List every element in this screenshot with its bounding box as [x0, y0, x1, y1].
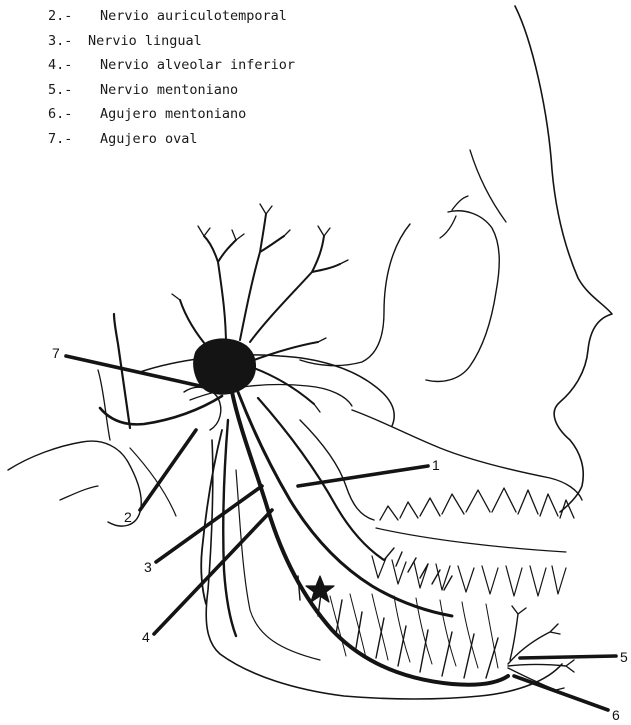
lingual-nerve [238, 392, 452, 616]
callout-3: 3 [144, 559, 152, 575]
callout-2: 2 [124, 509, 132, 525]
upper-teeth-line [376, 528, 566, 552]
maxilla-outline [352, 410, 582, 500]
descending-nerve [223, 420, 236, 636]
callout-6: 6 [612, 707, 620, 723]
auriculotemporal-nerve [100, 396, 222, 424]
callout-4: 4 [142, 629, 150, 645]
leader-line-6 [514, 676, 608, 710]
upper-teeth [380, 488, 574, 520]
orbit-outline [426, 211, 499, 382]
nasal-bone-outline [470, 150, 506, 222]
zygomatic-outline [440, 196, 468, 238]
coronoid-process [300, 420, 374, 520]
mandible-inner [236, 470, 320, 660]
skull-outline [515, 6, 612, 512]
leader-line-4 [154, 510, 272, 634]
callout-5: 5 [620, 649, 628, 665]
dental-branches [298, 548, 498, 678]
lower-teeth [372, 556, 566, 596]
callout-1: 1 [432, 457, 440, 473]
callout-7: 7 [52, 345, 60, 361]
leader-line-5 [520, 656, 616, 658]
temporal-line [300, 224, 410, 366]
mastoid-outline [60, 370, 110, 500]
occipital-outline [8, 441, 141, 526]
